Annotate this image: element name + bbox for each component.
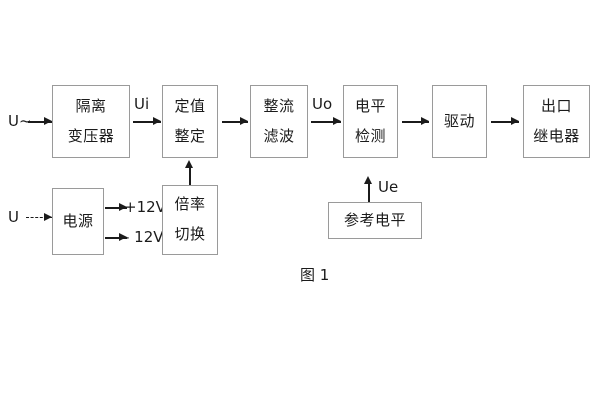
arrow-power-supply-rail-positive	[105, 203, 127, 212]
block-rectify-filter: 整流 滤波	[250, 85, 308, 158]
arrow-level-detection-to-drive	[402, 117, 429, 126]
block-multiplier-switch-line-2: 切换	[174, 225, 206, 243]
arrow-drive-to-output-relay	[491, 117, 519, 126]
arrow-multiplier-switch-to-setpoint-setting	[185, 160, 194, 185]
block-drive-line-1: 驱动	[443, 111, 475, 130]
arrow-setpoint-setting-to-rectify-filter	[222, 117, 248, 126]
block-output-relay-line-1: 出口	[540, 96, 572, 115]
arrow-rectify-filter-to-level-detection	[311, 117, 341, 126]
block-drive: 驱动	[432, 85, 487, 158]
ac-input-label: U~	[8, 112, 32, 130]
block-isolation-transformer: 隔离 变压器	[52, 85, 130, 158]
block-multiplier-switch-line-1: 倍率	[174, 195, 206, 214]
block-level-detection: 电平 检测	[343, 85, 398, 158]
block-rectify-filter-line-1: 整流	[263, 96, 295, 115]
figure-caption: 图 1	[300, 266, 330, 284]
block-setpoint-setting-line-2: 整定	[174, 126, 206, 145]
block-multiplier-switch: 倍率 切换	[162, 185, 218, 255]
arrow-ac-input-to-isolation-transformer	[28, 117, 52, 126]
ue-signal-label: Ue	[378, 178, 399, 196]
arrow-reference-level-to-level-detection	[364, 176, 373, 202]
block-setpoint-setting: 定值 整定	[162, 85, 218, 158]
block-level-detection-line-1: 电平	[354, 96, 386, 115]
ui-signal-label: Ui	[134, 95, 150, 113]
block-output-relay: 出口 继电器	[523, 85, 590, 158]
block-level-detection-line-2: 检测	[354, 126, 386, 145]
block-power-supply: 电源	[52, 188, 104, 255]
block-output-relay-line-2: 继电器	[533, 126, 580, 145]
arrow-isolation-transformer-to-setpoint-setting	[133, 117, 161, 126]
block-reference-level: 参考电平	[328, 202, 422, 239]
rail-positive-label: +12V	[124, 198, 166, 216]
dc-input-label: U	[8, 208, 19, 226]
arrow-dc-input-to-power-supply	[26, 213, 52, 222]
arrow-power-supply-rail-negative	[105, 233, 127, 242]
rail-negative-label: - 12V	[124, 228, 164, 246]
block-isolation-transformer-line-1: 隔离	[75, 96, 107, 115]
block-isolation-transformer-line-2: 变压器	[67, 126, 115, 145]
block-power-supply-line-1: 电源	[62, 211, 94, 230]
block-reference-level-line-1: 参考电平	[343, 210, 406, 229]
uo-signal-label: Uo	[312, 95, 333, 113]
block-setpoint-setting-line-1: 定值	[174, 96, 206, 115]
block-rectify-filter-line-2: 滤波	[263, 126, 295, 145]
